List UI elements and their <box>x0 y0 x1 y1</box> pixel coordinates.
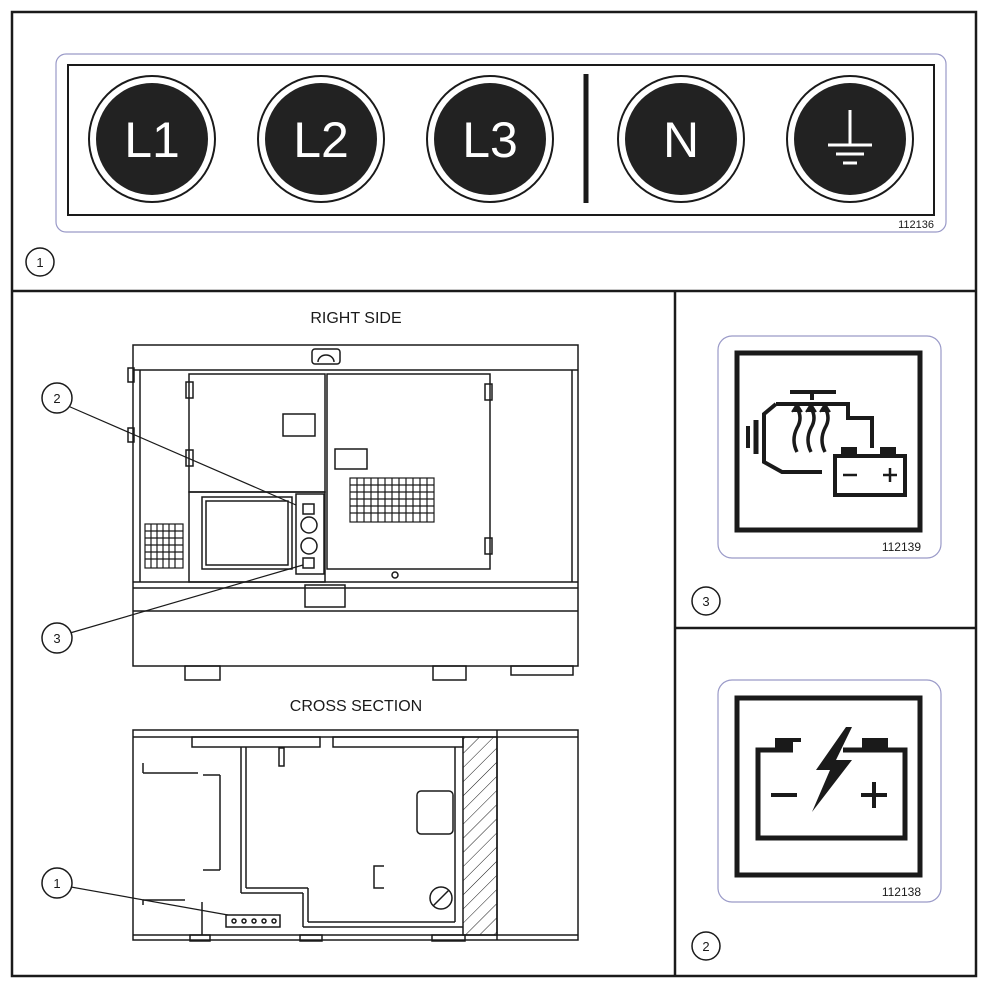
callout-panel-1: 1 <box>25 247 55 277</box>
terminal-label-l3: L3 <box>462 112 518 168</box>
callout-panel-2: 2 <box>691 931 721 961</box>
terminal-ground <box>786 75 914 203</box>
svg-text:2: 2 <box>53 391 60 406</box>
terminal-decal: L1 L2 L3 N 112136 <box>55 53 947 233</box>
right-side-title: RIGHT SIDE <box>310 310 401 327</box>
preheat-decal: 112139 <box>717 335 942 559</box>
callout-right-side-3: 3 <box>41 564 304 654</box>
terminal-l3: L3 <box>426 75 554 203</box>
svg-text:2: 2 <box>702 939 709 954</box>
callout-panel-3: 3 <box>691 586 721 616</box>
terminal-decal-code: 112136 <box>898 219 934 231</box>
svg-text:1: 1 <box>53 876 60 891</box>
terminal-l2: L2 <box>257 75 385 203</box>
engine-preheat-battery-icon <box>746 390 907 497</box>
cross-section-title: CROSS SECTION <box>290 698 422 715</box>
terminal-label-l1: L1 <box>124 112 180 168</box>
cross-section-drawing <box>132 729 579 942</box>
svg-text:3: 3 <box>702 594 709 609</box>
battery-decal: 112138 <box>717 679 942 903</box>
preheat-decal-code: 112139 <box>882 540 921 554</box>
terminal-label-l2: L2 <box>293 112 349 168</box>
terminal-label-n: N <box>663 112 699 168</box>
louver-grid-side <box>144 523 184 569</box>
terminal-n: N <box>617 75 745 203</box>
battery-decal-code: 112138 <box>882 885 921 899</box>
ground-icon <box>828 110 872 165</box>
svg-text:3: 3 <box>53 631 60 646</box>
louver-grid-door <box>349 477 435 523</box>
battery-charge-icon <box>755 727 908 841</box>
svg-text:1: 1 <box>36 255 43 270</box>
callout-cross-section-1: 1 <box>41 867 229 916</box>
callout-right-side-2: 2 <box>41 382 297 506</box>
terminal-l1: L1 <box>88 75 216 203</box>
right-side-drawing <box>127 344 579 681</box>
outer-frame <box>10 10 978 978</box>
